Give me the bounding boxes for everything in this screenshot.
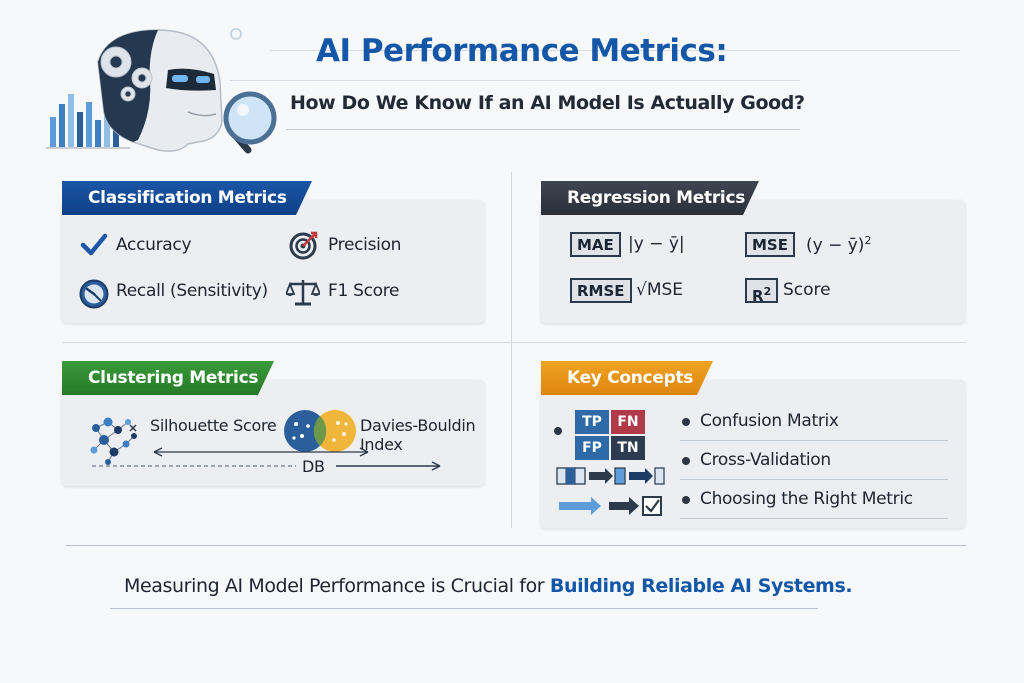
db-label: DB bbox=[302, 457, 325, 476]
clustering-tag: Clustering Metrics bbox=[62, 361, 274, 395]
recall-label: Recall (Sensitivity) bbox=[116, 281, 268, 301]
precision-label: Precision bbox=[328, 235, 402, 255]
footer-underline bbox=[110, 608, 818, 609]
title-rule-right bbox=[230, 80, 800, 81]
concept-confusion-matrix: Confusion Matrix bbox=[700, 411, 839, 431]
mse-exponent: 2 bbox=[864, 234, 872, 247]
matrix-bullet bbox=[554, 427, 562, 435]
footer-statement: Measuring AI Model Performance is Crucia… bbox=[124, 575, 853, 597]
bullet-confusion-matrix bbox=[682, 418, 690, 426]
concept-rule-3 bbox=[680, 518, 948, 519]
matrix-fp: FP bbox=[575, 436, 609, 460]
concept-rule-2 bbox=[680, 479, 948, 480]
concept-right-metric: Choosing the Right Metric bbox=[700, 489, 913, 509]
mae-formula: |y − ȳ| bbox=[628, 234, 685, 254]
concept-cross-validation: Cross-Validation bbox=[700, 450, 831, 470]
classification-tag: Classification Metrics bbox=[62, 181, 312, 215]
r2-exponent: 2 bbox=[763, 285, 772, 298]
title-rule-left bbox=[270, 50, 960, 51]
cluster-network-icon bbox=[90, 417, 137, 465]
balance-scale-icon bbox=[286, 280, 320, 306]
davies-bouldin-label-line1: Davies-Bouldin bbox=[360, 416, 476, 435]
footer-emphasis: Building Reliable AI Systems. bbox=[549, 575, 853, 597]
regression-tag: Regression Metrics bbox=[541, 181, 759, 215]
key-concepts-tag: Key Concepts bbox=[541, 361, 713, 395]
cross-validation-icon bbox=[556, 467, 665, 516]
f1-score-label: F1 Score bbox=[328, 281, 400, 301]
page-subtitle: How Do We Know If an AI Model Is Actuall… bbox=[290, 92, 805, 114]
subtitle-underline bbox=[286, 129, 800, 130]
bullet-right-metric bbox=[682, 496, 690, 504]
confusion-matrix-grid: TP FN FP TN bbox=[575, 410, 647, 460]
checkmark-icon bbox=[80, 233, 108, 256]
r2-box: R2 bbox=[745, 278, 779, 305]
accuracy-label: Accuracy bbox=[116, 235, 192, 255]
mse-formula-text: (y − ȳ) bbox=[806, 235, 865, 256]
matrix-fn: FN bbox=[611, 410, 645, 434]
r2-letter: R bbox=[752, 287, 764, 305]
bullet-cross-validation bbox=[682, 457, 690, 465]
vertical-divider bbox=[511, 172, 512, 528]
page-title: AI Performance Metrics: bbox=[316, 33, 728, 69]
mae-box: MAE bbox=[570, 232, 621, 257]
magnifier-icon bbox=[223, 91, 277, 154]
target-icon bbox=[289, 231, 318, 260]
mse-box: MSE bbox=[745, 232, 795, 257]
rmse-box: RMSE bbox=[570, 278, 632, 303]
r2-score-label: Score bbox=[783, 280, 831, 300]
hero-robot-illustration bbox=[46, 28, 277, 154]
mse-formula: (y − ȳ)2 bbox=[806, 234, 871, 256]
bottom-rule bbox=[66, 545, 966, 546]
gear-icon bbox=[100, 46, 153, 102]
cluster-overlap-icon bbox=[284, 410, 356, 452]
silhouette-score-label: Silhouette Score bbox=[150, 416, 277, 435]
horizontal-divider bbox=[62, 342, 966, 343]
davies-bouldin-label-line2: Index bbox=[360, 435, 403, 454]
concept-rule-1 bbox=[680, 440, 948, 441]
rmse-formula: √MSE bbox=[636, 280, 684, 300]
distance-arrows-icon bbox=[92, 447, 441, 471]
matrix-tn: TN bbox=[611, 436, 645, 460]
footer-prefix: Measuring AI Model Performance is Crucia… bbox=[124, 575, 550, 597]
matrix-tp: TP bbox=[575, 410, 609, 434]
clustering-panel bbox=[62, 380, 484, 486]
gauge-icon bbox=[79, 279, 109, 309]
classification-panel bbox=[62, 200, 484, 323]
